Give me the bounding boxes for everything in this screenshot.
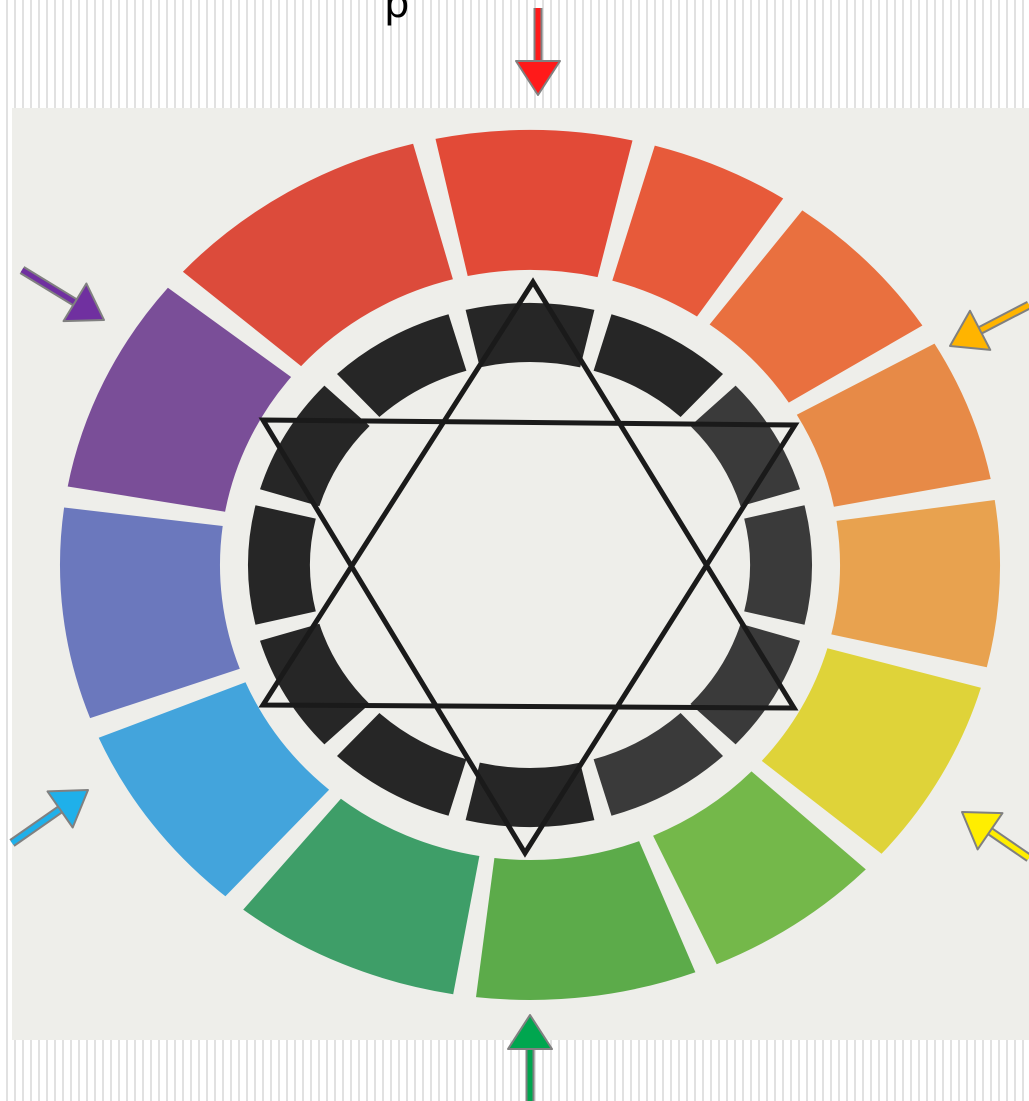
segment-red	[436, 130, 633, 277]
dark-ring-block	[744, 505, 812, 625]
red-arrow	[516, 8, 560, 95]
dark-ring-block	[248, 505, 316, 625]
